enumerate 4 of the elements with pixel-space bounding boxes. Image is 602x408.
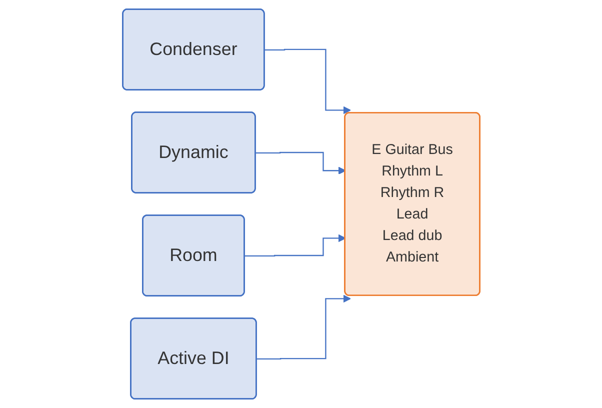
arrow xyxy=(256,294,351,360)
arrow xyxy=(244,234,346,257)
arrow xyxy=(264,48,351,114)
arrow xyxy=(255,152,346,175)
